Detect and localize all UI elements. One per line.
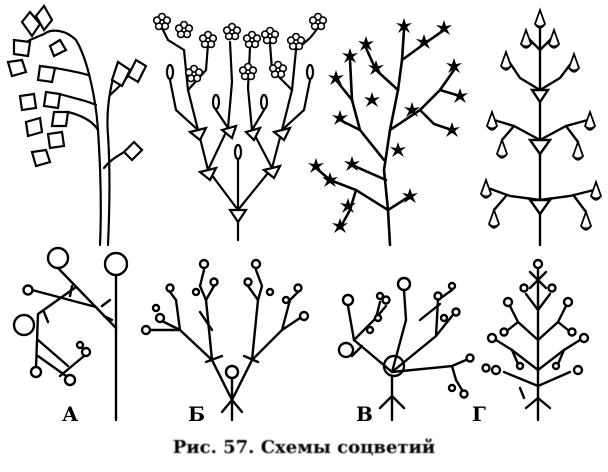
flower-icon: [200, 32, 217, 48]
schema-g: [483, 260, 589, 420]
flower-icon: [186, 66, 203, 82]
plant-g-drawing: [488, 20, 594, 245]
flower-icon: [489, 210, 499, 228]
flower-icon: [573, 142, 583, 160]
plant-b-drawing: [162, 28, 318, 240]
flower-icon: [176, 22, 193, 38]
panel-label-a: А: [62, 402, 78, 426]
plant-a-drawing: [8, 6, 146, 245]
flower-icon: [308, 158, 324, 173]
flower-icon: [288, 34, 305, 50]
flower-icon: [240, 64, 257, 80]
panel-label-b: Б: [188, 402, 205, 426]
schema-v: [339, 278, 474, 420]
schema-b: [142, 260, 308, 420]
flower-icon: [569, 54, 579, 72]
flower-icon: [521, 30, 531, 48]
flower-icon: [535, 10, 545, 28]
flower-icon: [481, 180, 491, 198]
flower-icon: [154, 14, 171, 30]
flower-icon: [224, 24, 241, 40]
flower-icon: [364, 92, 380, 107]
panel-label-v: В: [356, 402, 373, 426]
flower-icon: [501, 52, 511, 70]
panel-label-g: Г: [472, 402, 486, 426]
flower-icon: [244, 32, 261, 48]
flower-icon: [390, 142, 406, 157]
flower-icon: [591, 182, 601, 200]
flower-icon: [487, 112, 497, 130]
flower-icon: [262, 28, 279, 44]
figure-caption: Рис. 57. Схемы соцветий: [0, 437, 608, 458]
schema-a: [14, 248, 127, 420]
flower-icon: [310, 14, 327, 30]
flower-icon: [497, 140, 507, 158]
flower-icon: [328, 70, 344, 85]
flower-icon: [585, 112, 595, 130]
flower-icon: [368, 60, 384, 75]
flower-icon: [581, 212, 591, 230]
plant-v-drawing: [316, 30, 460, 245]
flower-icon: [549, 30, 559, 48]
